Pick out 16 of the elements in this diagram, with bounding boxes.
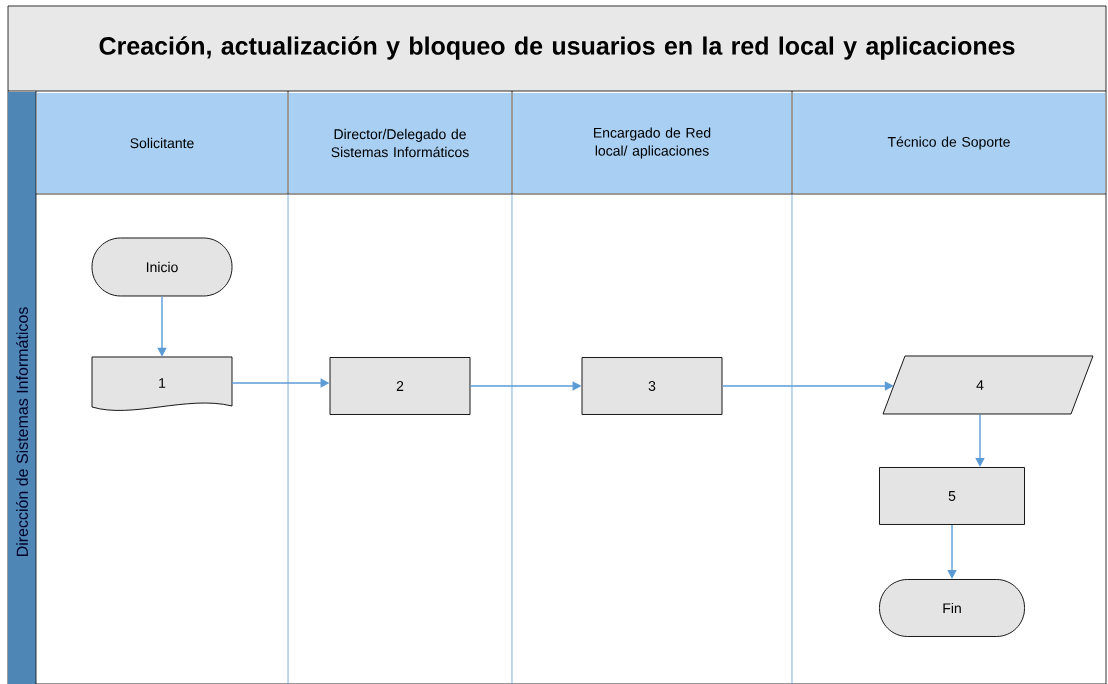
node-label: Técnico de Soporte: [887, 136, 1010, 150]
arrow: [947, 524, 957, 579]
arrow: [975, 413, 985, 467]
title: Creación, actualización y bloqueo de usuarios en la red local y aplicaciones: [99, 36, 1015, 60]
process-box: 5: [879, 467, 1025, 525]
node-label: Director/Delegado de Sistemas Informáticos: [331, 128, 469, 158]
lane-header: Técnico de Soporte: [793, 93, 1105, 193]
node-label: Solicitante: [130, 137, 194, 149]
node-label: Encargado de Red local/ aplicaciones: [594, 127, 711, 159]
lane-header: Solicitante: [37, 93, 287, 193]
lane-header: Director/Delegado de Sistemas Informáticos: [289, 93, 511, 193]
process-box: 3: [581, 357, 723, 415]
process-box: 2: [329, 357, 471, 415]
data-parallelogram: 4: [882, 355, 1094, 415]
pool-band: Dirección de Sistemas Informáticos: [8, 90, 37, 684]
lane-header: Encargado de Red local/ aplicaciones: [513, 93, 791, 193]
